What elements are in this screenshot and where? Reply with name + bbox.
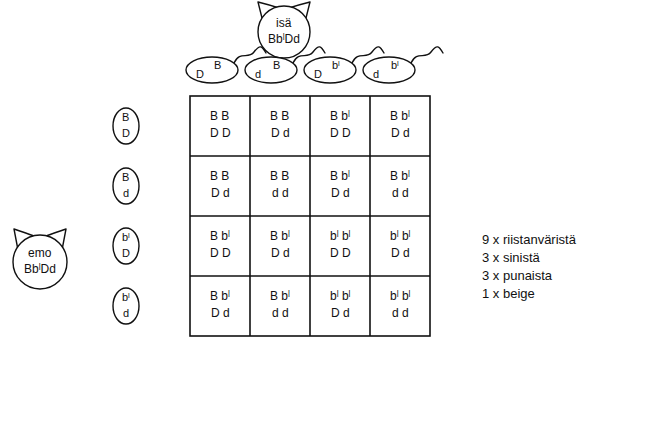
node-ellipse bbox=[113, 288, 139, 324]
node-ellipse bbox=[363, 57, 415, 83]
ratio-text: 1 x beige bbox=[482, 287, 535, 302]
node-outline bbox=[185, 56, 239, 84]
node-text: emo bbox=[28, 247, 51, 261]
ratio-text: 3 x punaista bbox=[482, 269, 552, 284]
node-text: B bbox=[122, 171, 129, 184]
genotype-cell-text: D d bbox=[391, 247, 410, 261]
sperm-cell: DB bbox=[185, 56, 239, 84]
node-ellipse bbox=[245, 57, 297, 83]
node-text: bˡ bbox=[122, 291, 130, 304]
genotype-cell-text: d d bbox=[272, 307, 289, 321]
node-text: BbˡDd bbox=[268, 33, 300, 47]
node-text: bˡ bbox=[122, 231, 130, 244]
genotype-cell-text: B B bbox=[270, 110, 289, 124]
genotype-cell-text: d d bbox=[392, 187, 409, 201]
genotype-cell-text: D d bbox=[331, 307, 350, 321]
genotype-cell-text: B bˡ bbox=[390, 110, 410, 124]
genotype-cell-text: B bˡ bbox=[330, 170, 350, 184]
genotype-cell-text: B B bbox=[210, 110, 229, 124]
ratio-text: 3 x sinistä bbox=[482, 251, 540, 266]
genotype-cell-text: B bˡ bbox=[390, 170, 410, 184]
sperm-cell: dbˡ bbox=[362, 56, 416, 84]
genotype-cell-text: D D bbox=[330, 127, 351, 141]
father-cat-head: isäBbˡDd bbox=[257, 5, 311, 59]
genotype-cell-text: B bˡ bbox=[270, 230, 290, 244]
ratio-text: 9 x riistanväristä bbox=[482, 233, 576, 248]
genotype-cell-text: B B bbox=[270, 170, 289, 184]
node-text: B bbox=[214, 59, 221, 72]
node-text: BbˡDd bbox=[24, 263, 56, 277]
genotype-cell-text: D d bbox=[331, 187, 350, 201]
node-text: d bbox=[373, 68, 379, 81]
genotype-cell-text: B bˡ bbox=[330, 110, 350, 124]
node-ellipse bbox=[113, 168, 139, 204]
genotype-cell-text: D D bbox=[210, 127, 231, 141]
node-ellipse bbox=[186, 57, 238, 83]
node-text: D bbox=[314, 68, 322, 81]
node-text: D bbox=[122, 247, 130, 260]
punnett-grid bbox=[190, 96, 430, 336]
node-text: D bbox=[196, 68, 204, 81]
node-ellipse bbox=[113, 108, 139, 144]
node-text: d bbox=[123, 187, 129, 200]
node-outline bbox=[362, 56, 416, 84]
sperm-cell: dB bbox=[244, 56, 298, 84]
node-text: B bbox=[122, 111, 129, 124]
egg-cell: bˡD bbox=[112, 227, 140, 265]
genotype-cell-text: bˡ bˡ bbox=[390, 290, 410, 304]
egg-cell: bˡ d bbox=[112, 287, 140, 325]
genotype-cell-text: D d bbox=[271, 247, 290, 261]
genotype-cell-text: D d bbox=[271, 127, 290, 141]
node-ellipse bbox=[304, 57, 356, 83]
egg-cell: BD bbox=[112, 107, 140, 145]
node-ellipse bbox=[13, 235, 67, 289]
genotype-cell-text: D d bbox=[391, 127, 410, 141]
sperm-cell: Dbˡ bbox=[303, 56, 357, 84]
node-outline bbox=[303, 56, 357, 84]
genotype-cell-text: D D bbox=[210, 247, 231, 261]
genotype-cell-text: D d bbox=[211, 307, 230, 321]
genotype-cell-text: B bˡ bbox=[270, 290, 290, 304]
mother-cat-head: emoBbˡDd bbox=[12, 234, 68, 290]
genotype-cell-text: bˡ bˡ bbox=[330, 230, 350, 244]
genotype-cell-text: D d bbox=[211, 187, 230, 201]
genotype-cell-text: D D bbox=[330, 247, 351, 261]
node-text: B bbox=[273, 59, 280, 72]
node-outline bbox=[257, 5, 311, 59]
node-text: bˡ bbox=[391, 59, 399, 72]
node-text: isä bbox=[276, 17, 291, 31]
node-text: bˡ bbox=[332, 59, 340, 72]
genotype-cell-text: bˡ bˡ bbox=[390, 230, 410, 244]
genotype-cell-text: d d bbox=[272, 187, 289, 201]
node-outline bbox=[244, 56, 298, 84]
node-text: d bbox=[123, 307, 129, 320]
genotype-cell-text: bˡ bˡ bbox=[330, 290, 350, 304]
node-ellipse bbox=[113, 228, 139, 264]
sperm-tail bbox=[411, 47, 443, 63]
genotype-cell-text: d d bbox=[392, 307, 409, 321]
node-text: D bbox=[122, 127, 130, 140]
genotype-cell-text: B bˡ bbox=[210, 290, 230, 304]
genotype-cell-text: B bˡ bbox=[210, 230, 230, 244]
node-ellipse bbox=[258, 6, 310, 58]
egg-cell: Bd bbox=[112, 167, 140, 205]
genotype-cell-text: B B bbox=[210, 170, 229, 184]
node-outline bbox=[12, 234, 68, 290]
node-text: d bbox=[255, 68, 261, 81]
